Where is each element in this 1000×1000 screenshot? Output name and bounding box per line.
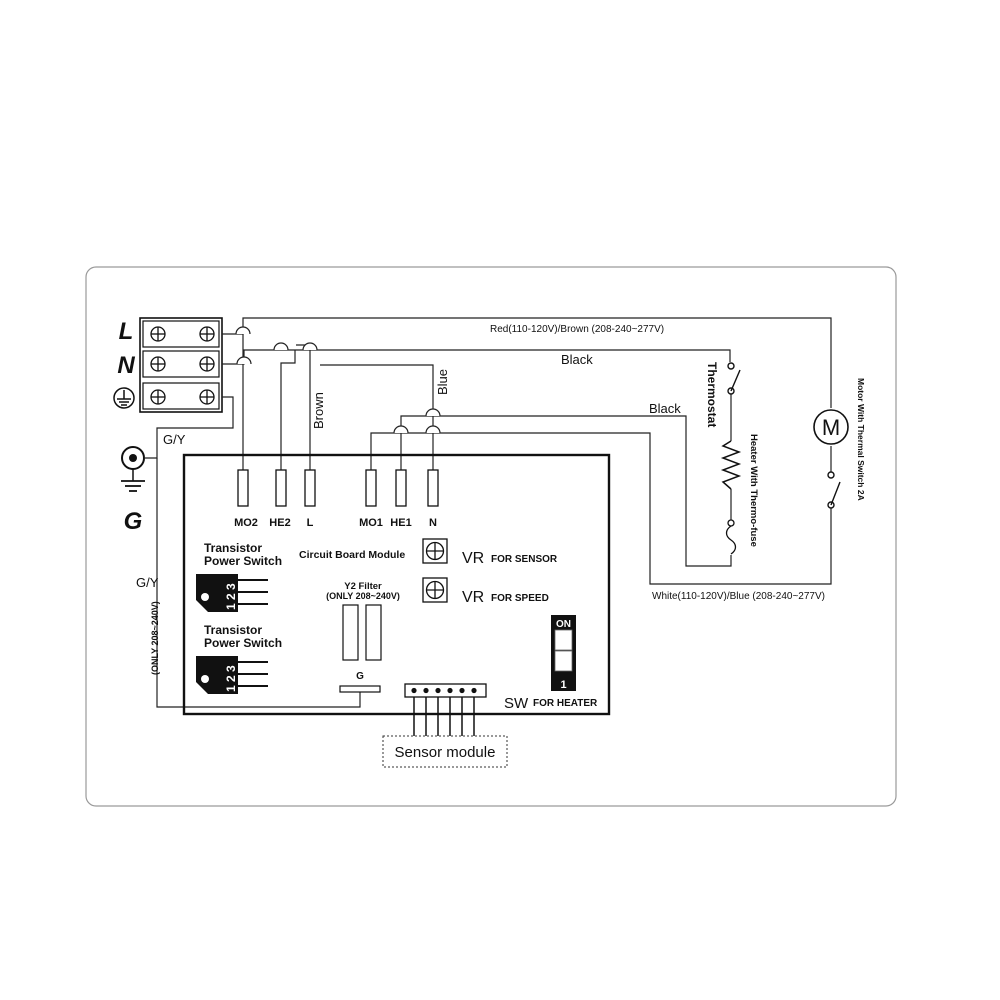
- terminal-label-he2: HE2: [269, 517, 290, 529]
- thermostat-label: Thermostat: [705, 362, 719, 427]
- heater-label: Heater With Thermo-fuse: [748, 434, 759, 547]
- sensor-connector-icon: [404, 683, 487, 698]
- transistor-1-line1: Transistor: [204, 541, 262, 555]
- thermostat-switch-icon: [727, 362, 741, 395]
- blue-label: Blue: [435, 369, 450, 395]
- sensor-module-box: [382, 735, 508, 768]
- circuit-board: [182, 453, 611, 716]
- sw-heater-prefix: SW: [504, 695, 529, 712]
- ground-terminal-icon: [121, 446, 145, 492]
- circuit-board-label: Circuit Board Module: [299, 549, 405, 561]
- vr-speed-prefix: VR: [462, 589, 484, 606]
- dip-switch-pos: 1: [560, 679, 566, 691]
- transistor-2-line2: Power Switch: [204, 636, 282, 650]
- y2-filter-title: Y2 Filter: [344, 581, 382, 592]
- filter-ground-label: G: [356, 671, 364, 682]
- black-label-1: Black: [561, 352, 593, 367]
- transistor-2-line1: Transistor: [204, 623, 262, 637]
- terminal-label-n: N: [429, 517, 437, 529]
- dip-switch-on: ON: [556, 619, 571, 630]
- dip-switch-icon: [551, 615, 576, 691]
- y2-filter-capacitor-icon: [342, 604, 382, 661]
- motor-label: Motor With Thermal Switch 2A: [856, 378, 866, 501]
- transistor-1-pins: 1 2 3: [224, 583, 238, 610]
- terminal-block: [139, 317, 223, 413]
- vr-sensor-prefix: VR: [462, 550, 484, 567]
- motor-icon: [813, 409, 849, 445]
- gy-top-label: G/Y: [163, 432, 186, 447]
- line-symbol: L: [119, 318, 134, 345]
- gy-side-label: G/Y: [136, 575, 159, 590]
- vr-sensor-pot-icon: [422, 538, 448, 564]
- neutral-symbol: N: [117, 352, 135, 379]
- wire-crossover-icon: [235, 326, 441, 434]
- motor-thermal-switch-icon: [827, 471, 841, 509]
- terminal-label-mo2: MO2: [234, 517, 258, 529]
- brown-label: Brown: [311, 392, 326, 429]
- transistor-2-pins: 1 2 3: [224, 665, 238, 692]
- y2-filter-note: (ONLY 208~240V): [326, 591, 400, 601]
- earth-icon: [113, 387, 135, 409]
- diagram-frame: [85, 266, 897, 807]
- sensor-cable: [413, 697, 475, 736]
- vr-speed-label: FOR SPEED: [491, 593, 549, 604]
- transistor-2-icon: [196, 656, 268, 694]
- terminal-label-l: L: [307, 517, 314, 529]
- terminal-screw-icon: [150, 326, 215, 405]
- transistor-1-line2: Power Switch: [204, 554, 282, 568]
- vr-sensor-label: FOR SENSOR: [491, 554, 558, 565]
- red-brown-label: Red(110-120V)/Brown (208-240~277V): [490, 324, 664, 335]
- only-note-label: (ONLY 208~240V): [150, 601, 160, 675]
- black-label-2: Black: [649, 401, 681, 416]
- terminal-label-mo1: MO1: [359, 517, 383, 529]
- terminal-label-he1: HE1: [390, 517, 411, 529]
- transistor-1-icon: [196, 574, 268, 612]
- board-terminal-icon: [237, 469, 439, 507]
- motor-symbol: M: [822, 415, 840, 440]
- heater-resistor-icon: [720, 440, 742, 555]
- white-blue-label: White(110-120V)/Blue (208-240~277V): [652, 591, 825, 602]
- sensor-module-label: Sensor module: [395, 744, 496, 761]
- filter-ground-terminal: [339, 685, 381, 693]
- ground-symbol: G: [124, 508, 143, 535]
- sw-heater-label: FOR HEATER: [533, 698, 598, 709]
- vr-speed-pot-icon: [422, 577, 448, 603]
